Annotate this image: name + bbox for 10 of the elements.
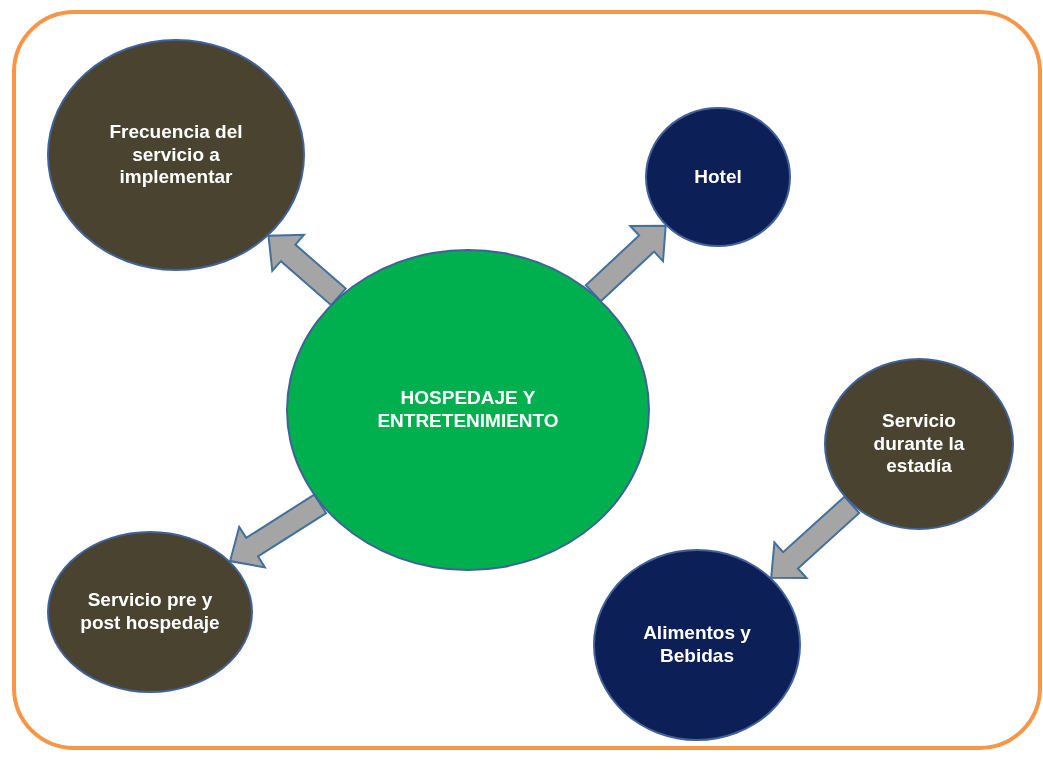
- block-arrow: [770, 495, 861, 580]
- block-arrow: [228, 493, 328, 569]
- node-label: HOSPEDAJE Y ENTRETENIMIENTO: [376, 387, 560, 433]
- block-arrow: [584, 224, 667, 303]
- block-arrow: [267, 233, 348, 307]
- node-label: Servicio durante la estadía: [872, 409, 966, 479]
- node-label: Alimentos y Bebidas: [642, 622, 752, 668]
- node-label: Frecuencia del servicio a implementar: [108, 120, 244, 190]
- node-label: Servicio pre y post hospedaje: [80, 589, 220, 635]
- node-label: Hotel: [693, 165, 743, 189]
